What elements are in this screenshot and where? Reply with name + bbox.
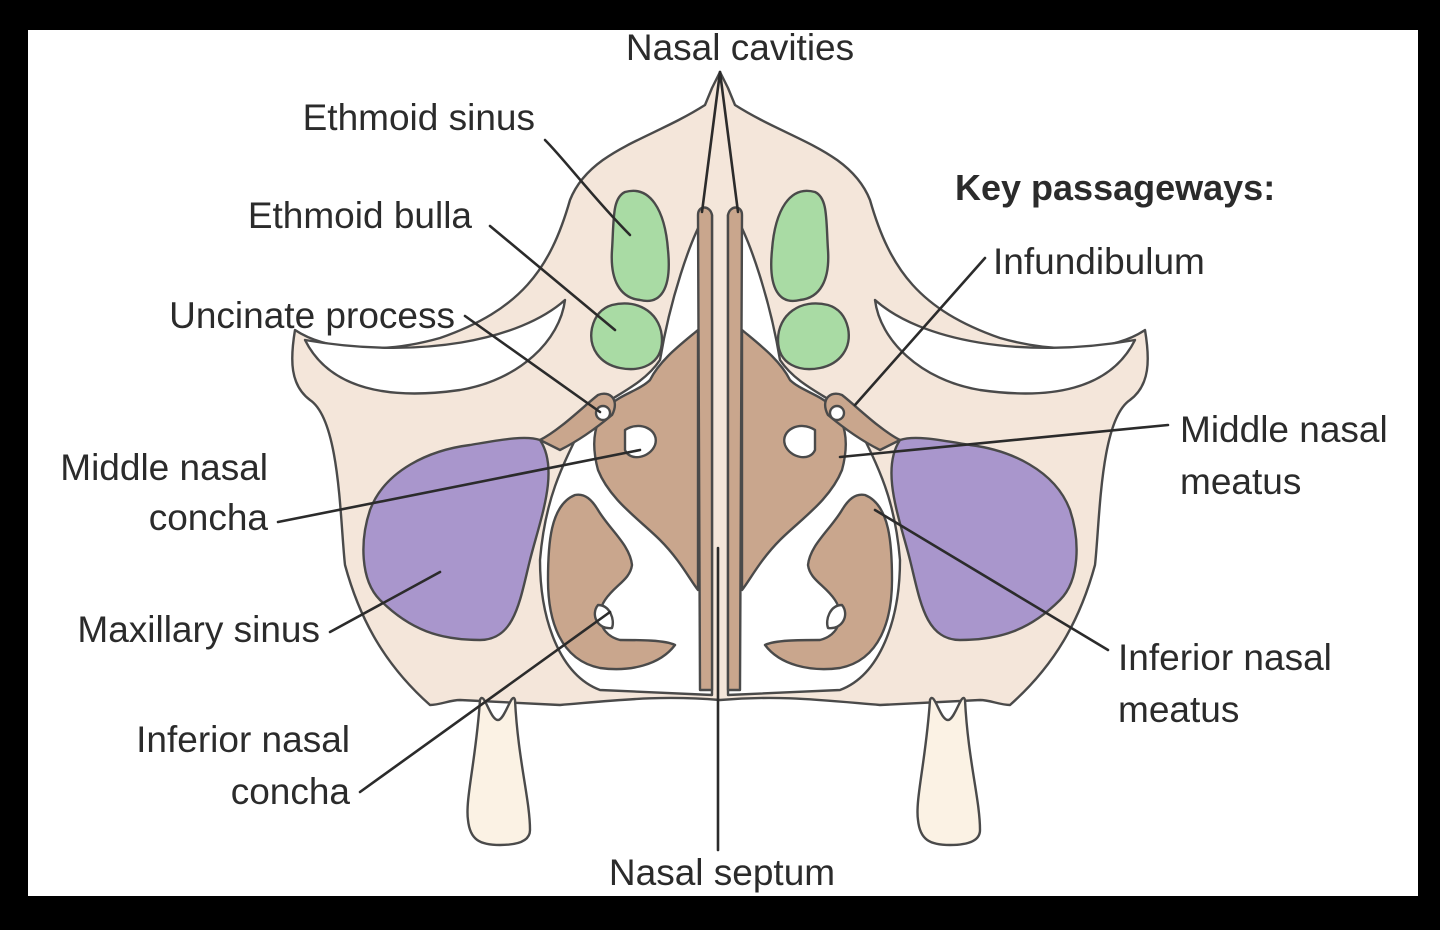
leader-inferior-nasal-concha bbox=[358, 610, 612, 794]
right-maxillary-sinus bbox=[890, 436, 1078, 642]
right-middle-concha bbox=[740, 328, 847, 592]
leader-ethmoid-sinus bbox=[543, 138, 632, 237]
label-uncinate-process: Uncinate process bbox=[169, 295, 455, 336]
leader-infundibulum bbox=[853, 256, 987, 407]
left-inferior-concha bbox=[546, 493, 677, 671]
left-ethmoid-bulla bbox=[590, 302, 664, 371]
label-key-passageways: Key passageways: bbox=[955, 167, 1275, 208]
left-middle-concha bbox=[593, 328, 700, 592]
label-inferior-nasal-meatus-line1: Inferior nasal bbox=[1118, 637, 1332, 678]
right-inferior-meatus-gap bbox=[826, 603, 847, 630]
left-infundibulum-gap bbox=[594, 404, 612, 422]
label-middle-nasal-meatus-line2: meatus bbox=[1180, 461, 1301, 502]
label-inferior-nasal-concha-line2: concha bbox=[231, 771, 351, 812]
leader-maxillary-sinus bbox=[328, 570, 442, 634]
right-infundibulum-gap bbox=[828, 404, 846, 422]
label-nasal-cavities: Nasal cavities bbox=[626, 27, 854, 68]
label-ethmoid-sinus: Ethmoid sinus bbox=[303, 97, 535, 138]
label-ethmoid-bulla: Ethmoid bulla bbox=[248, 195, 473, 236]
label-nasal-septum: Nasal septum bbox=[609, 852, 835, 893]
label-inferior-nasal-meatus-line2: meatus bbox=[1118, 689, 1239, 730]
left-ethmoid-sinus-upper bbox=[610, 189, 670, 303]
label-inferior-nasal-concha-line1: Inferior nasal bbox=[136, 719, 350, 760]
left-orbit-curve bbox=[303, 298, 567, 395]
label-middle-nasal-concha-line1: Middle nasal bbox=[60, 447, 268, 488]
leader-nasal-cavities bbox=[700, 70, 722, 214]
right-inferior-concha bbox=[763, 493, 894, 671]
leader-middle-nasal-meatus bbox=[838, 423, 1170, 459]
leader-ethmoid-bulla bbox=[488, 224, 617, 332]
label-maxillary-sinus: Maxillary sinus bbox=[77, 609, 320, 650]
right-ethmoid-bulla bbox=[776, 302, 850, 371]
right-orbit-curve bbox=[873, 298, 1137, 395]
nasal-septum-shape bbox=[696, 206, 714, 692]
left-middle-concha-gap bbox=[623, 424, 657, 459]
leader-inferior-nasal-meatus bbox=[873, 508, 1110, 652]
right-uncinate bbox=[823, 392, 902, 452]
right-middle-concha-gap bbox=[783, 424, 817, 459]
label-middle-nasal-concha-line2: concha bbox=[149, 497, 269, 538]
leader-nasal-cavities-2 bbox=[718, 70, 740, 214]
right-tooth bbox=[916, 696, 982, 847]
left-tooth bbox=[466, 696, 532, 847]
label-middle-nasal-meatus-line1: Middle nasal bbox=[1180, 409, 1388, 450]
nasal-septum-shape-right bbox=[726, 206, 744, 692]
leader-middle-nasal-concha bbox=[276, 448, 642, 524]
leader-uncinate-process bbox=[463, 314, 602, 414]
right-ethmoid-sinus-upper bbox=[770, 189, 830, 303]
label-infundibulum: Infundibulum bbox=[993, 241, 1205, 282]
